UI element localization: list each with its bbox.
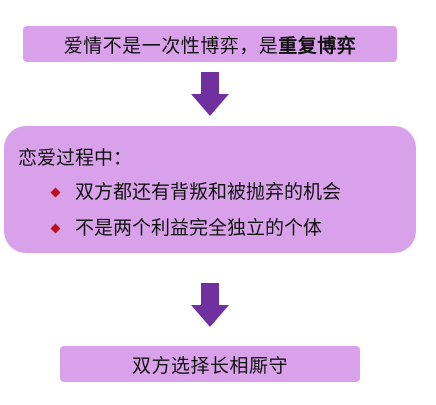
outcome-box: 双方选择长相厮守 xyxy=(60,346,360,382)
diamond-bullet-icon xyxy=(50,187,61,197)
list-item: 双方都还有背叛和被抛弃的机会 xyxy=(18,180,416,204)
process-heading: 恋爱过程中： xyxy=(18,147,133,169)
list-item-text: 不是两个利益完全独立的个体 xyxy=(75,217,323,239)
top-statement-emphasis: 重复博弈 xyxy=(278,34,357,57)
process-box: 恋爱过程中： 双方都还有背叛和被抛弃的机会 不是两个利益完全独立的个体 xyxy=(4,126,416,253)
down-arrow-icon xyxy=(191,72,229,116)
top-statement-box: 爱情不是一次性博弈，是重复博弈 xyxy=(23,26,397,62)
diamond-bullet-icon xyxy=(50,223,61,233)
list-item: 不是两个利益完全独立的个体 xyxy=(18,216,416,240)
down-arrow-icon xyxy=(191,283,229,327)
outcome-text: 双方选择长相厮守 xyxy=(131,354,288,377)
list-item-text: 双方都还有背叛和被抛弃的机会 xyxy=(75,181,342,203)
top-statement-text: 爱情不是一次性博弈，是 xyxy=(63,34,279,57)
